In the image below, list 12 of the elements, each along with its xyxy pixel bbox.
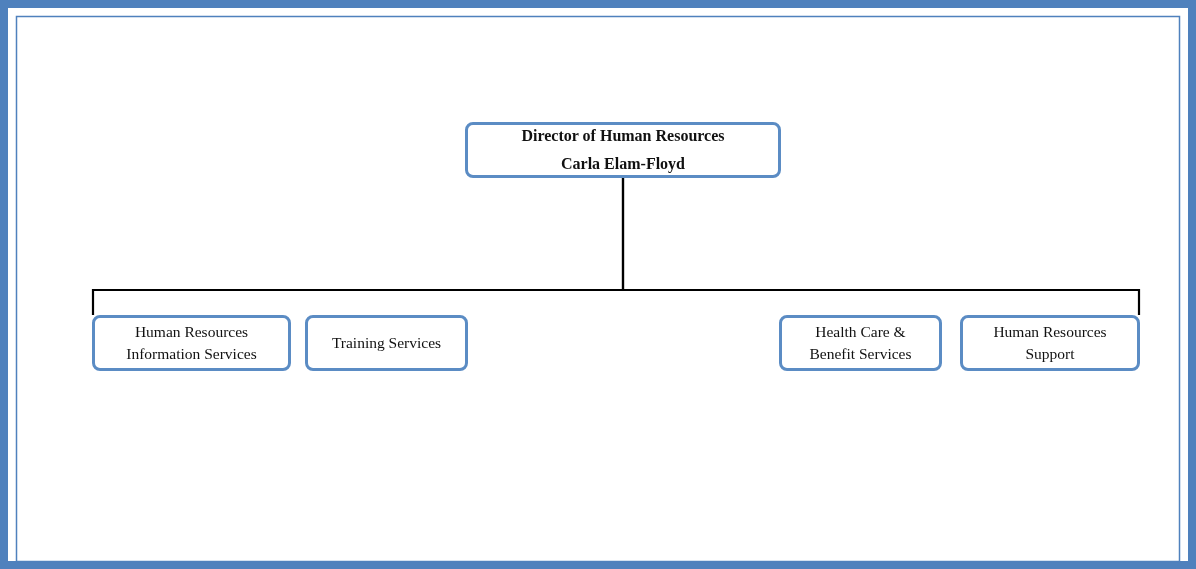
person-name: Carla Elam-Floyd: [561, 154, 685, 175]
department-box: [92, 315, 291, 371]
department-box: [779, 315, 942, 371]
department-box: [305, 315, 468, 371]
department-box: [960, 315, 1140, 371]
department-name: Training Services: [331, 332, 442, 353]
department-name: Health Care & Benefit Services: [808, 321, 913, 364]
department-name: Human Resources Information Services: [125, 321, 258, 364]
department-name: Human Resources Support: [992, 321, 1108, 364]
connector-line: [621, 178, 1141, 315]
director-box: [465, 122, 781, 178]
job-title: Director of Human Resources: [521, 126, 725, 146]
